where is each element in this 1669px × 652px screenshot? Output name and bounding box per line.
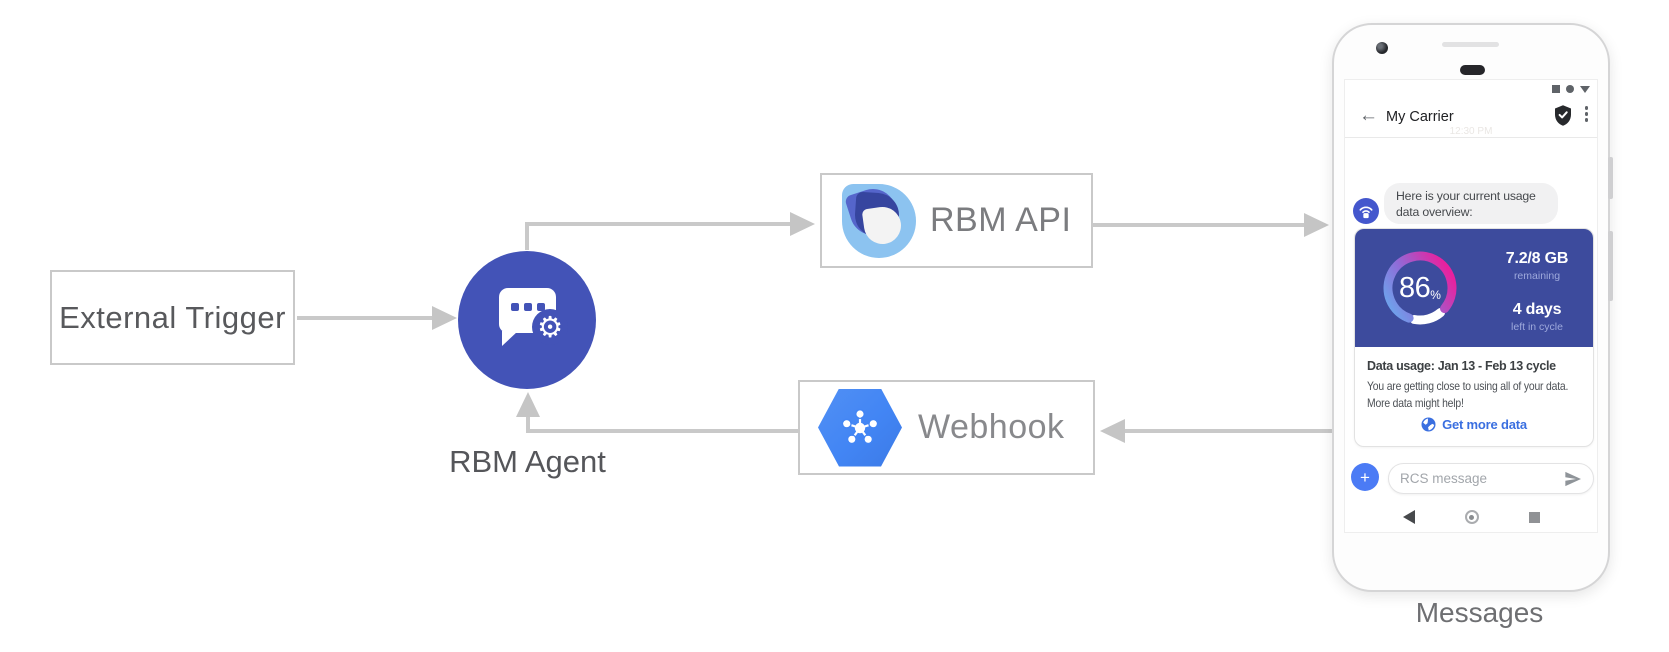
pubsub-icon: [841, 408, 879, 444]
arrowhead-phone-to-webhook: [1100, 419, 1125, 443]
donut-gauge: 86%: [1380, 248, 1460, 328]
compose-bar: [1388, 463, 1594, 494]
earpiece: [1460, 65, 1485, 75]
rbm-api-node: RBM API: [820, 173, 1093, 268]
get-more-data-button[interactable]: Get more data: [1355, 417, 1593, 432]
agent-avatar: [1353, 198, 1379, 224]
rbm-agent-node: ⚙: [458, 251, 596, 389]
data-usage-card: 86% 7.2/8 GB remaining 4 days left in cy…: [1354, 228, 1594, 447]
globe-icon: [1421, 417, 1436, 432]
nav-recents-icon[interactable]: [1528, 511, 1540, 523]
rbm-api-logo-icon: [842, 182, 916, 258]
status-dot-icon: [1566, 85, 1574, 93]
gear-icon: ⚙: [532, 309, 568, 345]
speaker-grille: [1442, 42, 1499, 47]
message-timestamp: 12:30 PM: [1449, 126, 1493, 137]
card-title: Data usage: Jan 13 - Feb 13 cycle: [1367, 359, 1556, 373]
status-bar-icons: [1552, 85, 1590, 93]
status-square-icon: [1552, 85, 1560, 93]
external-trigger-node: External Trigger: [50, 270, 295, 365]
arrowhead-api-to-phone: [1304, 213, 1329, 237]
overflow-menu-icon[interactable]: [1584, 106, 1588, 122]
card-body-line1: You are getting close to using all of yo…: [1367, 379, 1569, 393]
arrowhead-trigger-to-agent: [432, 306, 457, 330]
webhook-node: Webhook: [798, 380, 1095, 475]
header-divider: [1345, 137, 1597, 138]
rbm-api-label: RBM API: [930, 201, 1072, 239]
connector-agent-to-api: [525, 222, 792, 250]
remaining-label: remaining: [1513, 270, 1561, 282]
typing-dots-icon: [499, 303, 556, 311]
nav-back-icon[interactable]: [1402, 510, 1415, 524]
external-trigger-label: External Trigger: [59, 299, 286, 335]
bubble-text-line2: data overview:: [1396, 204, 1473, 219]
phone-mockup: ← My Carrier 12:30 PM Here is your curre…: [1332, 23, 1613, 592]
verified-badge-icon: [1555, 105, 1571, 126]
attach-plus-button[interactable]: +: [1351, 463, 1379, 491]
rbm-agent-label: RBM Agent: [449, 444, 606, 479]
rcs-message-input[interactable]: [1400, 471, 1559, 486]
webhook-hexagon-icon: [818, 388, 902, 467]
remaining-value: 7.2/8 GB: [1505, 250, 1569, 267]
agent-message-bubble: Here is your current usage data overview…: [1384, 183, 1558, 224]
carrier-logo-icon: [1359, 206, 1373, 219]
messages-caption: Messages: [1415, 597, 1544, 628]
android-nav-bar: [1345, 504, 1597, 530]
connector-webhook-to-agent: [526, 416, 798, 433]
front-camera: [1376, 42, 1388, 54]
send-icon[interactable]: [1564, 470, 1582, 488]
chat-bubble-icon: ⚙: [499, 288, 568, 346]
arrowhead-webhook-to-agent: [516, 392, 540, 417]
card-body-line2: More data might help!: [1367, 396, 1464, 410]
get-more-data-label: Get more data: [1442, 417, 1527, 432]
days-value: 4 days: [1512, 301, 1562, 318]
usage-stats: 7.2/8 GB remaining 4 days left in cycle: [1485, 229, 1589, 347]
phone-screen: ← My Carrier 12:30 PM Here is your curre…: [1344, 79, 1598, 533]
status-triangle-icon: [1580, 85, 1590, 93]
conversation-header: ← My Carrier: [1345, 100, 1597, 136]
usage-panel: 86% 7.2/8 GB remaining 4 days left in cy…: [1355, 229, 1593, 347]
nav-home-icon[interactable]: [1464, 510, 1479, 524]
bubble-text-line1: Here is your current usage: [1396, 188, 1536, 203]
days-label: left in cycle: [1511, 321, 1563, 333]
power-button: [1608, 157, 1613, 199]
webhook-label: Webhook: [918, 408, 1065, 446]
conversation-title: My Carrier: [1386, 109, 1454, 125]
gauge-percent: 86%: [1399, 271, 1441, 304]
volume-button: [1608, 231, 1613, 301]
arrowhead-agent-to-api: [790, 212, 815, 236]
back-arrow-icon[interactable]: ←: [1359, 105, 1378, 126]
